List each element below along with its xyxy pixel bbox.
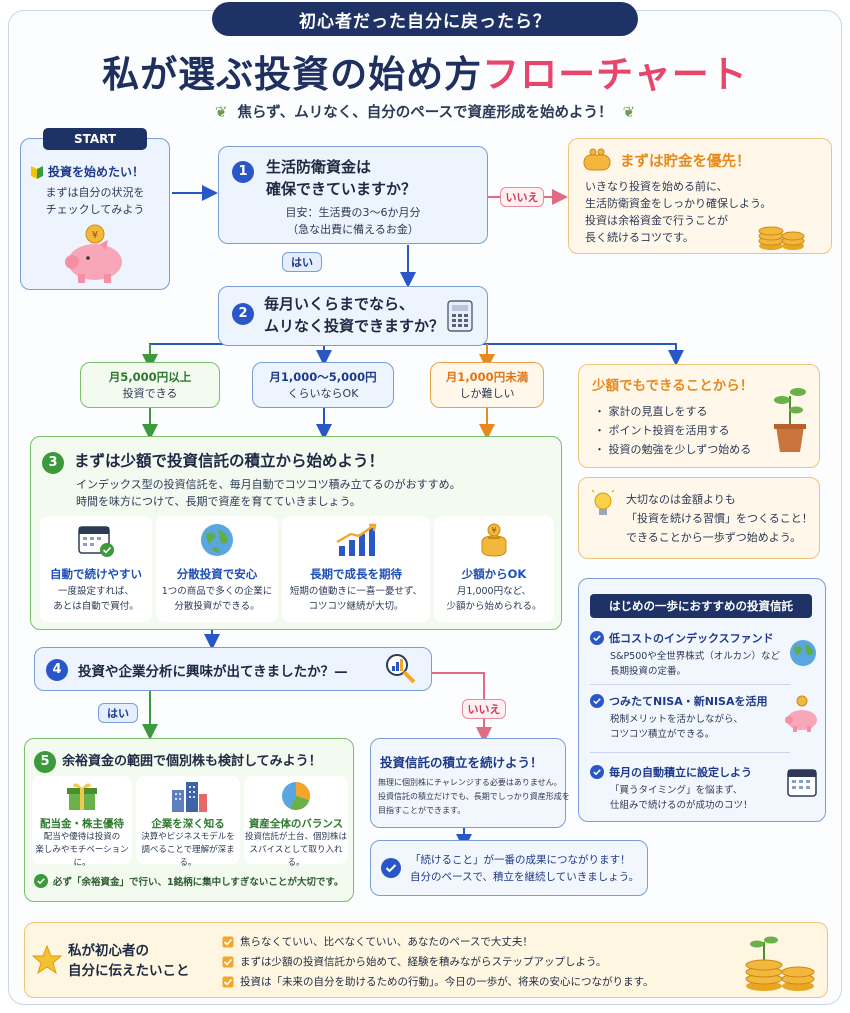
habit-box — [578, 477, 820, 559]
star-icon — [32, 945, 62, 975]
pie-chart-icon — [282, 782, 310, 811]
step-number: 5 — [34, 750, 56, 773]
leaf-icon: ❦ — [622, 103, 636, 121]
globe-icon — [790, 640, 816, 666]
step-3-desc: インデックス型の投資信託を、毎月自動でコツコツ積み立てるのがおすすめ。時間を味方… — [76, 478, 461, 508]
divider — [590, 684, 790, 685]
calendar-icon — [787, 769, 817, 797]
recommend-title: はじめの一歩におすすめの投資信託 — [590, 594, 812, 618]
feature-card-small-amount: ¥ 少額からOK 月1,000円など、少額から始められる。 — [434, 516, 554, 622]
recommend-item-index: 低コストのインデックスファンド S&P500や全世界株式（オルカン）など長期投資… — [590, 630, 816, 679]
question-1-text: 生活防衛資金は確保できていますか？ — [266, 158, 417, 198]
checkbox-icon — [222, 936, 234, 948]
piggy-bank-icon: ¥ — [65, 224, 122, 283]
globe-icon — [201, 524, 233, 556]
result-text: 「続けること」が一番の成果につながります！自分のペースで、積立を継続していきまし… — [410, 854, 640, 883]
start-label: START — [43, 128, 147, 150]
footer-list: 焦らなくていい、比べなくていい、あなたのペースで大丈夫！ まずは少額の投資信託か… — [222, 932, 654, 992]
step-number: 4 — [46, 658, 68, 681]
question-1-box — [218, 146, 488, 244]
footer-title: 私が初心者の自分に伝えたいこと — [68, 943, 190, 979]
recommend-item-nisa: つみたてNISA・新NISAを活用 税制メリットを活かしながら、コツコツ積立がで… — [590, 693, 816, 742]
feature-card-diversify: 分散投資で安心 1つの商品で多くの企業に分散投資ができる。 — [156, 516, 278, 622]
page-title: 私が選ぶ投資の始め方フローチャート — [102, 53, 748, 96]
small-start-box — [578, 364, 820, 468]
step-5-note: 必ず「余裕資金」で行い、1銘柄に集中しすぎないことが大切です。 — [34, 874, 343, 888]
calendar-check-icon — [78, 526, 114, 557]
growth-chart-icon — [336, 523, 377, 556]
buildings-icon — [172, 782, 207, 812]
continue-title: 投資信託の積立を続けよう！ — [380, 755, 543, 770]
no-label: いいえ — [462, 699, 506, 719]
svg-text:¥: ¥ — [92, 230, 98, 241]
check-circle-icon — [590, 765, 604, 779]
step-number: 2 — [232, 302, 254, 325]
result-box — [370, 840, 648, 896]
saving-text: いきなり投資を始める前に、生活防衛資金をしっかり確保しよう。投資は余裕資金で行う… — [585, 180, 772, 244]
coins-sprout-icon — [745, 936, 815, 991]
calculator-icon — [447, 300, 473, 332]
sprout-icon — [774, 388, 806, 452]
footer-box — [24, 922, 828, 998]
start-text: まずは自分の状況をチェックしてみよう — [45, 186, 145, 216]
continue-box — [370, 738, 566, 828]
header-pill: 初心者だった自分に戻ったら？ — [212, 2, 638, 36]
stock-card-company: 企業を深く知る 決算やビジネスモデルを調べることで理解が深まる。 — [136, 776, 240, 868]
question-2-box — [218, 286, 488, 346]
gift-icon — [67, 783, 97, 810]
question-1-note: 目安：生活費の3〜6か月分（急な出費に備えるお金） — [285, 206, 421, 236]
question-2-text: 毎月いくらまでなら、ムリなく投資できますか？ — [264, 295, 445, 335]
beginner-mark-icon — [31, 165, 43, 179]
step-5-title: 余裕資金の範囲で個別株も検討してみよう！ — [62, 754, 322, 769]
check-circle-icon — [381, 858, 401, 878]
small-start-list: ・ 家計の見直しをする ・ ポイント投資を活用する ・ 投資の勉強を少しずつ始め… — [594, 405, 752, 456]
step-number: 3 — [42, 451, 64, 474]
recommend-item-auto: 毎月の自動積立に設定しよう 「買うタイミング」を悩まず、仕組みで続けるのが成功の… — [590, 764, 816, 813]
check-circle-icon — [590, 694, 604, 708]
check-circle-icon — [34, 874, 48, 888]
start-title: 投資を始めたい！ — [30, 163, 144, 180]
piggy-bank-icon — [785, 695, 817, 732]
checkbox-icon — [222, 956, 234, 968]
yes-label: はい — [282, 252, 322, 272]
feature-card-long-term: 長期で成長を期待 短期の値動きに一喜一憂せず、コツコツ継続が大切。 — [282, 516, 430, 622]
magnifier-chart-icon — [386, 654, 416, 684]
branch-over-5000: 月5,000円以上投資できる — [80, 362, 220, 408]
stock-card-dividend: 配当金・株主優待 配当や優待は投資の楽しみやモチベーションに。 — [32, 776, 132, 868]
habit-text: 大切なのは金額よりも「投資を続ける習慣」をつくること！できることから一歩ずつ始め… — [626, 493, 813, 544]
check-circle-icon — [590, 631, 604, 645]
saving-title: まずは貯金を優先！ — [620, 154, 751, 170]
yes-label: はい — [98, 703, 138, 723]
step-3-title: まずは少額で投資信託の積立から始めよう！ — [74, 452, 385, 470]
purse-icon — [583, 148, 611, 171]
feature-card-auto: 自動で続けやすい 一度設定すれば、あとは自動で買付。 — [40, 516, 152, 622]
lightbulb-icon — [592, 490, 614, 515]
checkbox-icon — [222, 976, 234, 988]
recommend-box — [578, 578, 826, 822]
page-subtitle: ❦ 焦らず、ムリなく、自分のペースで資産形成を始めよう！ ❦ — [214, 103, 636, 121]
coins-icon — [758, 226, 805, 250]
question-4-text: 投資や企業分析に興味が出てきましたか？— — [78, 664, 348, 680]
continue-text: 無理に個別株にチャレンジする必要はありません。投資信託の積立だけでも、長期でしっ… — [378, 778, 570, 815]
svg-text:¥: ¥ — [491, 526, 496, 535]
stock-card-balance: 資産全体のバランス 投資信託が土台、個別株はスパイスとして取り入れる。 — [244, 776, 348, 868]
branch-under-1000: 月1,000円未満しか難しい — [430, 362, 544, 408]
question-4-box — [34, 647, 432, 691]
coin-pouch-icon: ¥ — [481, 523, 507, 557]
divider — [590, 752, 790, 753]
branch-1000-5000: 月1,000〜5,000円くらいならOK — [252, 362, 394, 408]
small-start-title: 少額でもできることから！ — [592, 378, 754, 394]
no-label: いいえ — [500, 187, 544, 207]
leaf-icon: ❦ — [214, 103, 228, 121]
step-number: 1 — [232, 160, 254, 183]
